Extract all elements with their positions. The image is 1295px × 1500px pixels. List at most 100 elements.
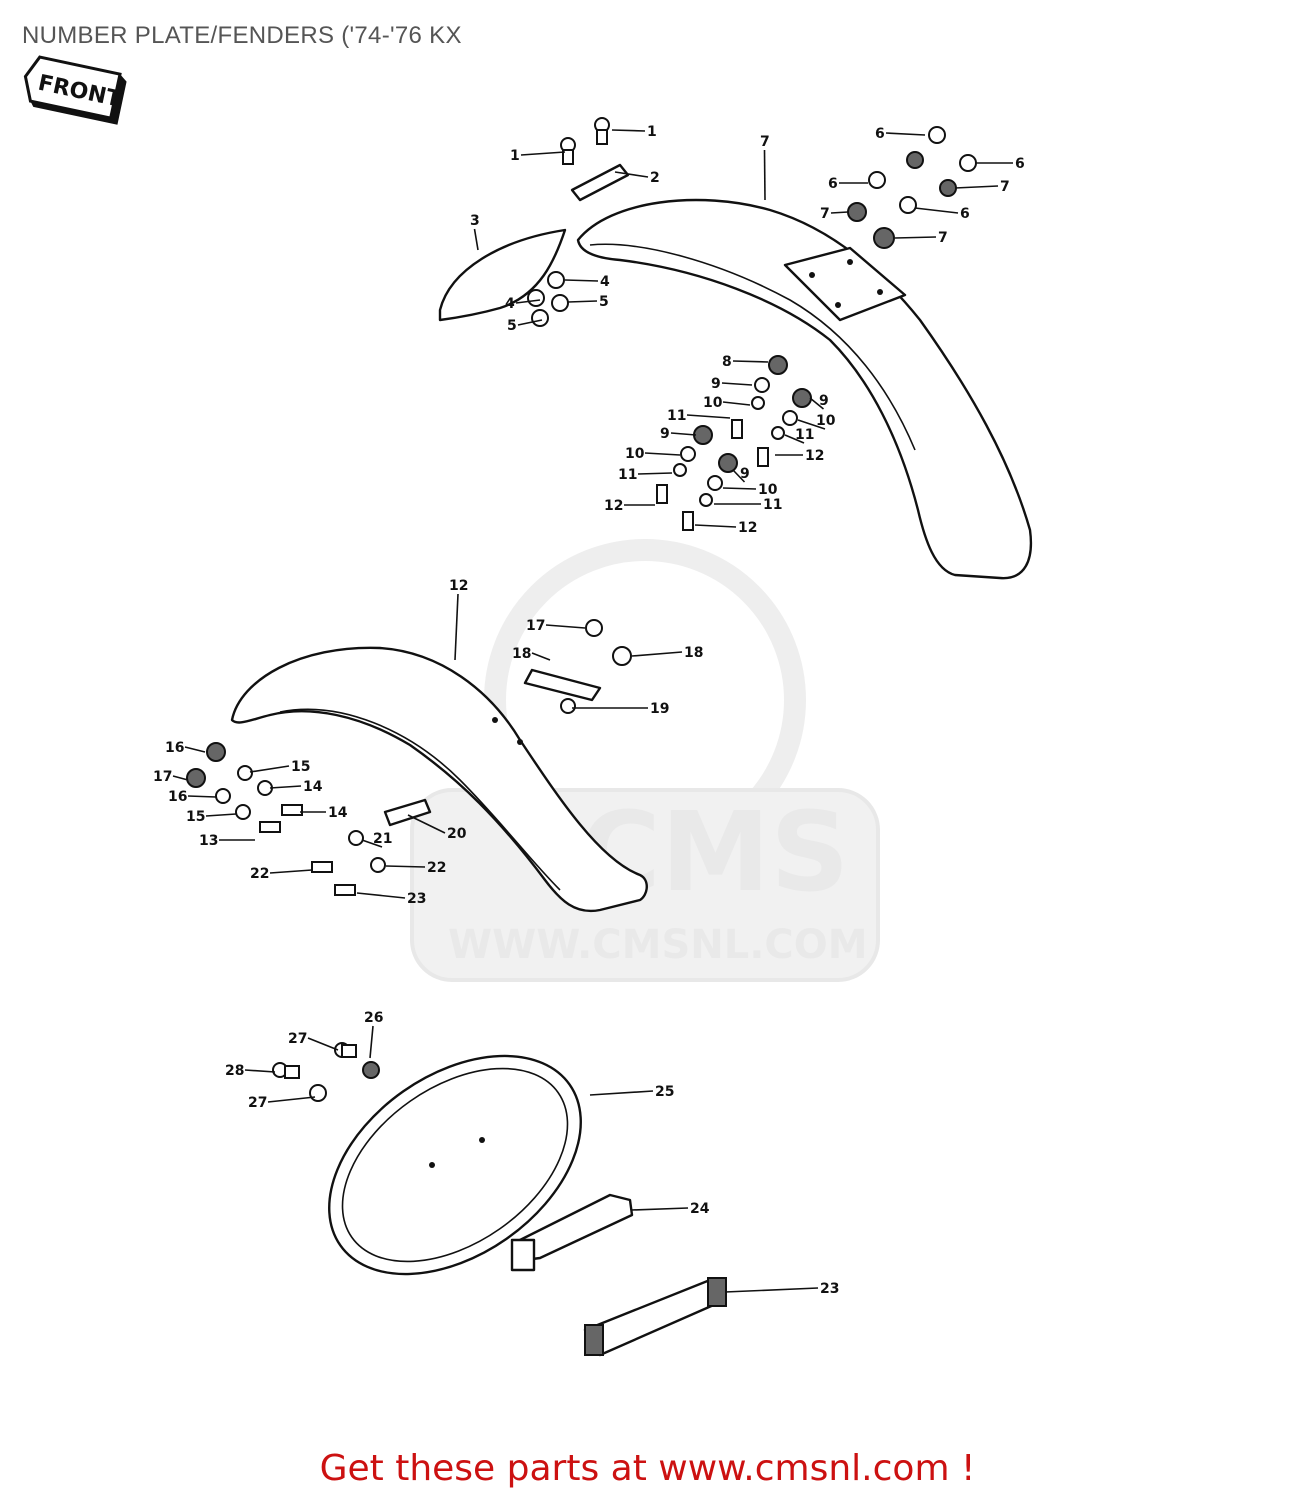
front-tag: FRONT [23, 55, 127, 125]
leader-line-1 [611, 129, 646, 132]
callout-14: 14 [303, 779, 323, 795]
callout-2: 2 [650, 170, 660, 186]
leader-line-4 [515, 299, 541, 304]
leader-line-22 [385, 865, 426, 868]
footer-link[interactable]: Get these parts at www.cmsnl.com ! [319, 1448, 976, 1489]
callout-10: 10 [816, 413, 836, 429]
callout-15: 15 [186, 809, 205, 825]
callout-9: 9 [740, 466, 750, 482]
page-title: NUMBER PLATE/FENDERS ('74-'76 KX [22, 22, 462, 49]
leader-line-3 [473, 228, 479, 251]
leader-line-21 [361, 839, 383, 848]
callout-14: 14 [328, 805, 348, 821]
leader-line-1 [520, 151, 566, 156]
leader-line-6 [914, 207, 959, 214]
rear-fender [230, 646, 648, 913]
leader-line-11 [637, 472, 673, 475]
callout-25: 25 [655, 1084, 674, 1100]
leader-line-12 [694, 524, 737, 528]
leader-line-8 [732, 360, 769, 363]
callout-4: 4 [600, 274, 610, 290]
leader-line-28 [244, 1069, 276, 1073]
callout-18: 18 [684, 645, 703, 661]
callout-12: 12 [805, 448, 824, 464]
callout-6: 6 [875, 126, 885, 142]
parts-diagram: CMS WWW.CMSNL.COM FRONT [23, 55, 1033, 1357]
callout-23: 23 [820, 1281, 839, 1297]
callout-11: 11 [618, 467, 637, 483]
leader-line-18 [531, 652, 551, 661]
leader-line-23 [724, 1287, 819, 1293]
callout-3: 3 [470, 213, 480, 229]
leader-line-15 [205, 813, 237, 817]
leader-line-12 [454, 593, 459, 661]
callout-8: 8 [722, 354, 732, 370]
callout-19: 19 [650, 701, 669, 717]
callout-26: 26 [364, 1010, 383, 1026]
leader-line-20 [407, 814, 446, 834]
callout-4: 4 [505, 296, 515, 312]
callout-7: 7 [760, 134, 770, 150]
callout-9: 9 [660, 426, 670, 442]
leader-line-16 [184, 746, 206, 753]
leader-line-7 [894, 236, 937, 239]
leader-line-5 [517, 319, 543, 326]
front-fender [576, 198, 1033, 580]
leader-line-7 [763, 149, 766, 201]
callout-18: 18 [512, 646, 531, 662]
callout-12: 12 [449, 578, 468, 594]
leader-line-7 [830, 211, 849, 214]
callout-21: 21 [373, 831, 392, 847]
watermark-url: WWW.CMSNL.COM [448, 922, 868, 968]
leader-line-9 [670, 432, 697, 436]
leader-line-10 [722, 487, 757, 490]
callout-1: 1 [647, 124, 657, 140]
callout-22: 22 [250, 866, 269, 882]
callout-15: 15 [291, 759, 310, 775]
number-plate-stay [510, 1193, 634, 1272]
callout-27: 27 [288, 1031, 307, 1047]
leader-line-9 [721, 382, 753, 386]
callout-11: 11 [667, 408, 686, 424]
leader-line-23 [356, 892, 406, 899]
callout-10: 10 [758, 482, 778, 498]
callout-11: 11 [795, 427, 814, 443]
callout-23: 23 [407, 891, 426, 907]
leader-line-22 [269, 869, 313, 874]
leader-line-9 [809, 397, 825, 410]
callout-7: 7 [820, 206, 830, 222]
leader-line-25 [589, 1090, 654, 1096]
leader-line-4 [564, 279, 599, 282]
callout-17: 17 [526, 618, 545, 634]
leader-line-27 [307, 1037, 339, 1051]
callout-22: 22 [427, 860, 446, 876]
callout-20: 20 [447, 826, 467, 842]
leader-line-10 [722, 401, 751, 406]
callout-5: 5 [507, 318, 517, 334]
leader-line-10 [797, 419, 826, 430]
hardware-fasteners [186, 117, 977, 1102]
leader-line-17 [545, 624, 586, 629]
number-plate-strap [583, 1277, 727, 1357]
number-plate [328, 1054, 582, 1276]
leader-line-5 [567, 300, 598, 303]
leader-line-14 [269, 785, 302, 789]
callout-10: 10 [625, 446, 645, 462]
callout-13: 13 [199, 833, 218, 849]
callout-9: 9 [819, 393, 829, 409]
callout-6: 6 [960, 206, 970, 222]
leader-line-15 [249, 765, 290, 773]
callout-10: 10 [703, 395, 723, 411]
leader-line-24 [631, 1207, 689, 1211]
callout-9: 9 [711, 376, 721, 392]
leader-line-18 [631, 651, 683, 657]
leader-line-26 [369, 1025, 374, 1059]
leader-lines [172, 129, 1013, 1293]
leader-line-6 [885, 132, 926, 136]
callout-16: 16 [165, 740, 184, 756]
callout-11: 11 [763, 497, 782, 513]
callout-6: 6 [828, 176, 838, 192]
callout-12: 12 [604, 498, 623, 514]
callout-16: 16 [168, 789, 187, 805]
